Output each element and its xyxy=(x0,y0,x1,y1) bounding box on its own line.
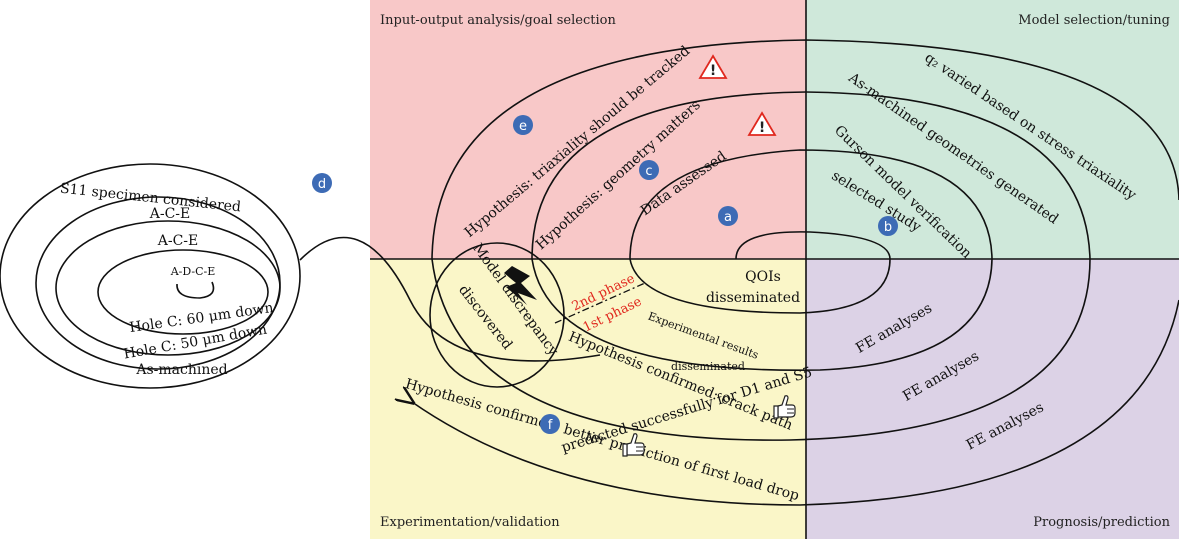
badge-b: b xyxy=(878,216,898,236)
left-to-main-connector xyxy=(299,236,601,362)
quadrant-model-selection xyxy=(806,0,1179,259)
main-spiral-outer-arrow xyxy=(412,299,1179,506)
main-spiral-ring-2 xyxy=(629,149,993,314)
phase-divider xyxy=(554,282,646,324)
badge-d: d xyxy=(312,173,332,193)
badge-d-letter: d xyxy=(318,177,326,192)
main-spiral-ring-4 xyxy=(431,39,1179,441)
left-spiral-ring-outer xyxy=(0,163,301,389)
badge-b-letter: b xyxy=(884,220,892,235)
left-spiral xyxy=(0,163,601,389)
quadrant-experimentation xyxy=(370,259,806,539)
badge-a-letter: a xyxy=(724,210,732,225)
label-as-machined: As-machined xyxy=(135,362,227,378)
quadrant-label-model-selection: Model selection/tuning xyxy=(1018,13,1170,28)
label-qois: QOIs xyxy=(745,269,781,285)
main-spiral-ring-1 xyxy=(735,231,891,260)
badge-c: c xyxy=(639,160,659,180)
label-qois-disseminated: disseminated xyxy=(706,290,800,306)
quadrant-prognosis xyxy=(806,259,1179,539)
quadrant-label-prognosis: Prognosis/prediction xyxy=(1033,515,1170,530)
model-discrepancy-circle xyxy=(429,242,565,388)
lightning-icon xyxy=(504,266,537,305)
main-spiral-ring-3 xyxy=(531,91,1091,371)
badge-e: e xyxy=(513,115,533,135)
label-ace-2: A-C-E xyxy=(157,233,199,249)
left-spiral-ring-3 xyxy=(55,220,281,356)
quadrant-label-input-output: Input-output analysis/goal selection xyxy=(380,13,616,28)
label-ace-1: A-C-E xyxy=(149,206,191,222)
label-experimental-disseminated: disseminated xyxy=(671,360,745,373)
main-spiral xyxy=(412,39,1179,506)
label-adce: A-D-C-E xyxy=(170,265,216,278)
badge-a: a xyxy=(718,206,738,226)
badge-f: f xyxy=(540,414,560,434)
badge-c-letter: c xyxy=(645,164,652,179)
quadrant-label-experimentation: Experimentation/validation xyxy=(380,515,560,530)
badge-e-letter: e xyxy=(519,119,527,134)
badge-f-letter: f xyxy=(548,418,553,433)
left-spiral-core xyxy=(176,281,215,299)
left-spiral-ring-4 xyxy=(97,249,269,335)
